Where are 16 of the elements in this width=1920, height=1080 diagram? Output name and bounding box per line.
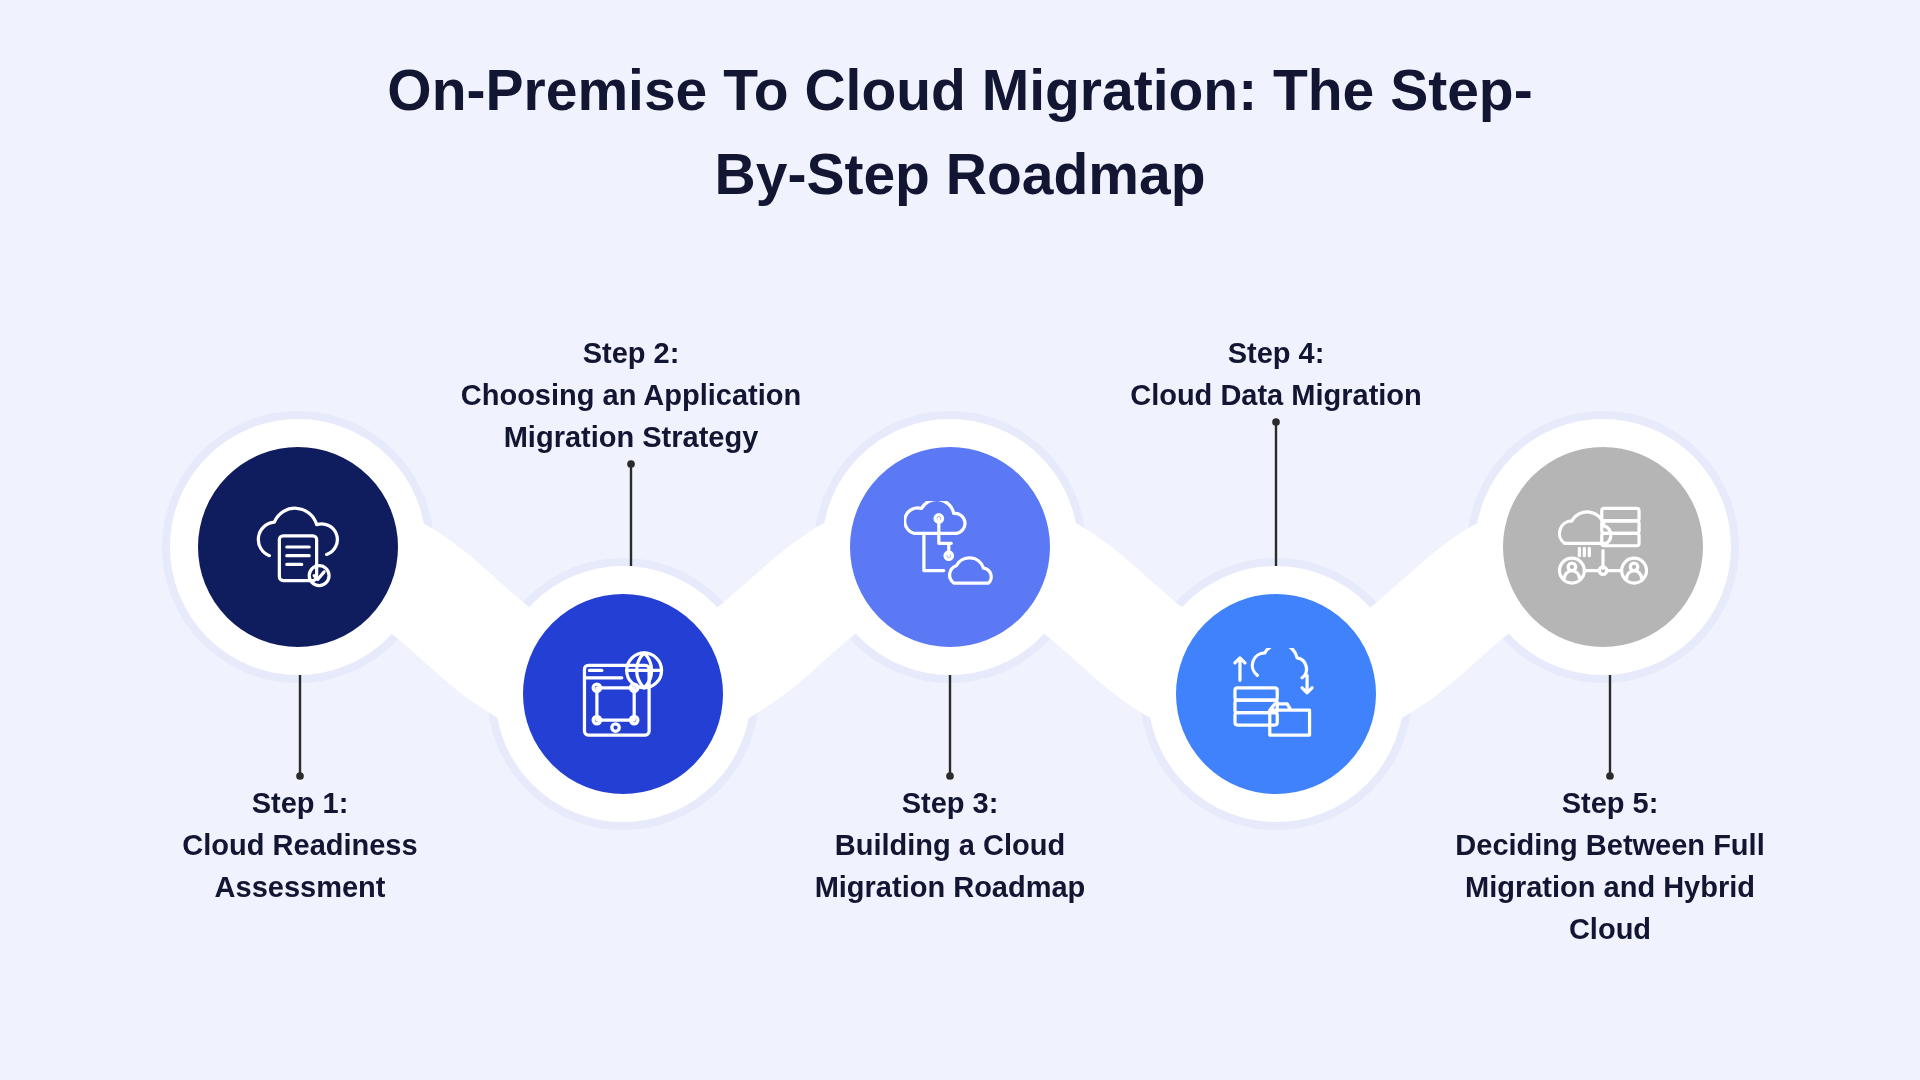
step-number: Step 5: — [1560, 786, 1660, 821]
step-number: Step 3: — [900, 786, 1000, 821]
leader-line — [1606, 675, 1614, 780]
step-title: Building a Cloud Migration Roadmap — [813, 828, 1087, 905]
step-number: Step 4: — [1226, 336, 1326, 371]
leader-line — [627, 460, 635, 566]
leader-line — [296, 675, 304, 780]
step-title: Choosing an Application Migration Strategy — [459, 378, 803, 455]
step-title: Cloud Data Migration — [1129, 378, 1423, 413]
leader-line — [1272, 418, 1280, 566]
step-title: Cloud Readiness Assessment — [181, 828, 419, 905]
title: On-Premise To Cloud Migration: The Step-By-Step Roadmap — [386, 57, 1534, 208]
leader-line — [946, 675, 954, 780]
step-number: Step 2: — [581, 336, 681, 371]
step-title: Deciding Between Full Migration and Hybrid Cloud — [1454, 828, 1766, 947]
step-number: Step 1: — [250, 786, 350, 821]
